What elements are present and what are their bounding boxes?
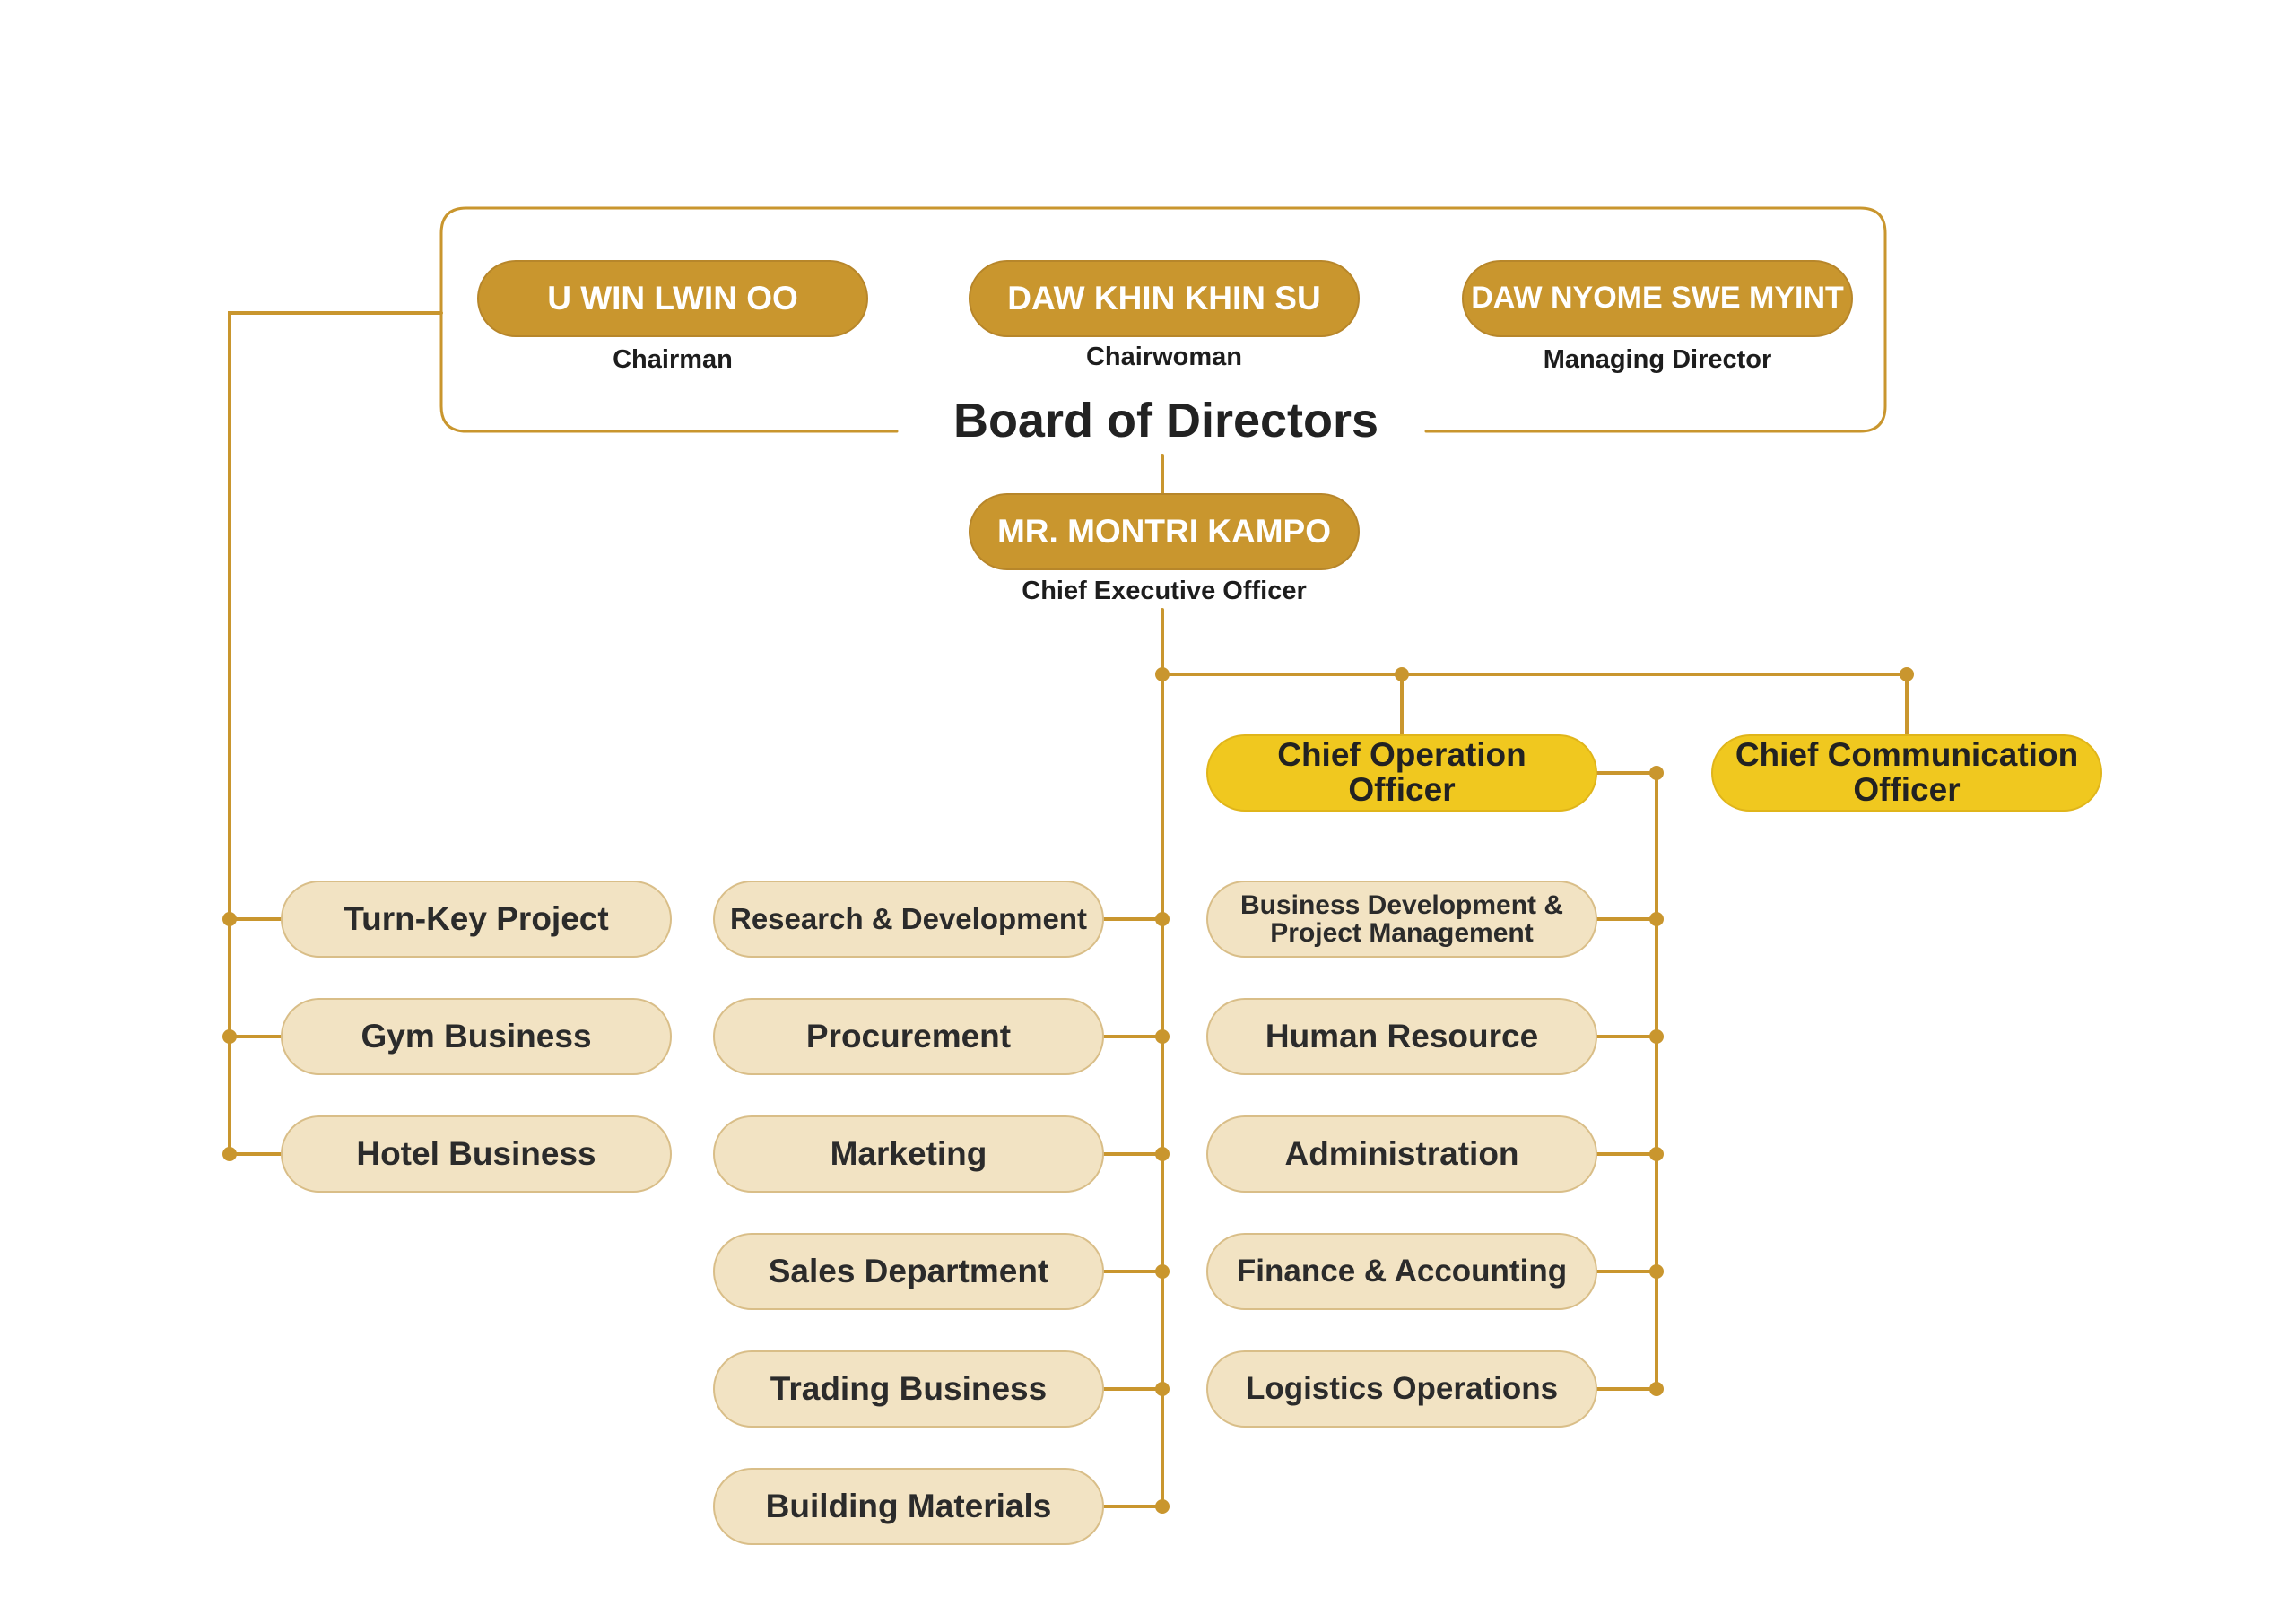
board-member-chairman: U WIN LWIN OO: [477, 260, 868, 337]
dept-procurement: Procurement: [713, 998, 1104, 1075]
dept-marketing: Marketing: [713, 1115, 1104, 1193]
ceo-name-pill: MR. MONTRI KAMPO: [969, 493, 1360, 570]
junction-dot: [222, 1029, 237, 1044]
board-left-connector: [228, 311, 443, 1156]
junction-dot: [1649, 1147, 1664, 1161]
board-member-role: Managing Director: [1543, 345, 1772, 374]
junction-dot: [1155, 912, 1170, 926]
board-member-managing-director: DAW NYOME SWE MYINT: [1462, 260, 1853, 337]
dept-gym-business: Gym Business: [281, 998, 672, 1075]
junction-dot: [1155, 1382, 1170, 1396]
dept-human-resource: Human Resource: [1206, 998, 1597, 1075]
junction-dot: [1900, 667, 1914, 681]
ceo-role: Chief Executive Officer: [1022, 577, 1307, 605]
dept-research-development: Research & Development: [713, 881, 1104, 958]
board-title: Board of Directors: [952, 394, 1379, 447]
junction-dot: [1155, 1499, 1170, 1514]
dept-turn-key-project: Turn-Key Project: [281, 881, 672, 958]
junction-dot: [222, 912, 237, 926]
officer-coo: Chief Operation Officer: [1206, 734, 1597, 812]
junction-dot: [1649, 766, 1664, 780]
dept-building-materials: Building Materials: [713, 1468, 1104, 1545]
dept-trading-business: Trading Business: [713, 1350, 1104, 1428]
junction-dot: [1155, 1029, 1170, 1044]
board-member-chairwoman: DAW KHIN KHIN SU: [969, 260, 1360, 337]
junction-dot: [222, 1147, 237, 1161]
board-box-outline: [439, 206, 1887, 433]
junction-dot: [1155, 1147, 1170, 1161]
coo-trunk-line: [1595, 771, 1658, 1392]
junction-dot: [1649, 1029, 1664, 1044]
dept-administration: Administration: [1206, 1115, 1597, 1193]
junction-dot: [1155, 1264, 1170, 1279]
board-member-role: Chairman: [613, 345, 733, 374]
dept-business-development: Business Development & Project Managemen…: [1206, 881, 1597, 958]
junction-dot: [1649, 912, 1664, 926]
dept-sales-department: Sales Department: [713, 1233, 1104, 1310]
dept-finance-accounting: Finance & Accounting: [1206, 1233, 1597, 1310]
dept-hotel-business: Hotel Business: [281, 1115, 672, 1193]
junction-dot: [1649, 1382, 1664, 1396]
junction-dot: [1155, 667, 1170, 681]
board-member-role: Chairwoman: [1085, 343, 1243, 371]
junction-dot: [1395, 667, 1409, 681]
dept-logistics-operations: Logistics Operations: [1206, 1350, 1597, 1428]
officer-cco: Chief Communication Officer: [1711, 734, 2102, 812]
junction-dot: [1649, 1264, 1664, 1279]
